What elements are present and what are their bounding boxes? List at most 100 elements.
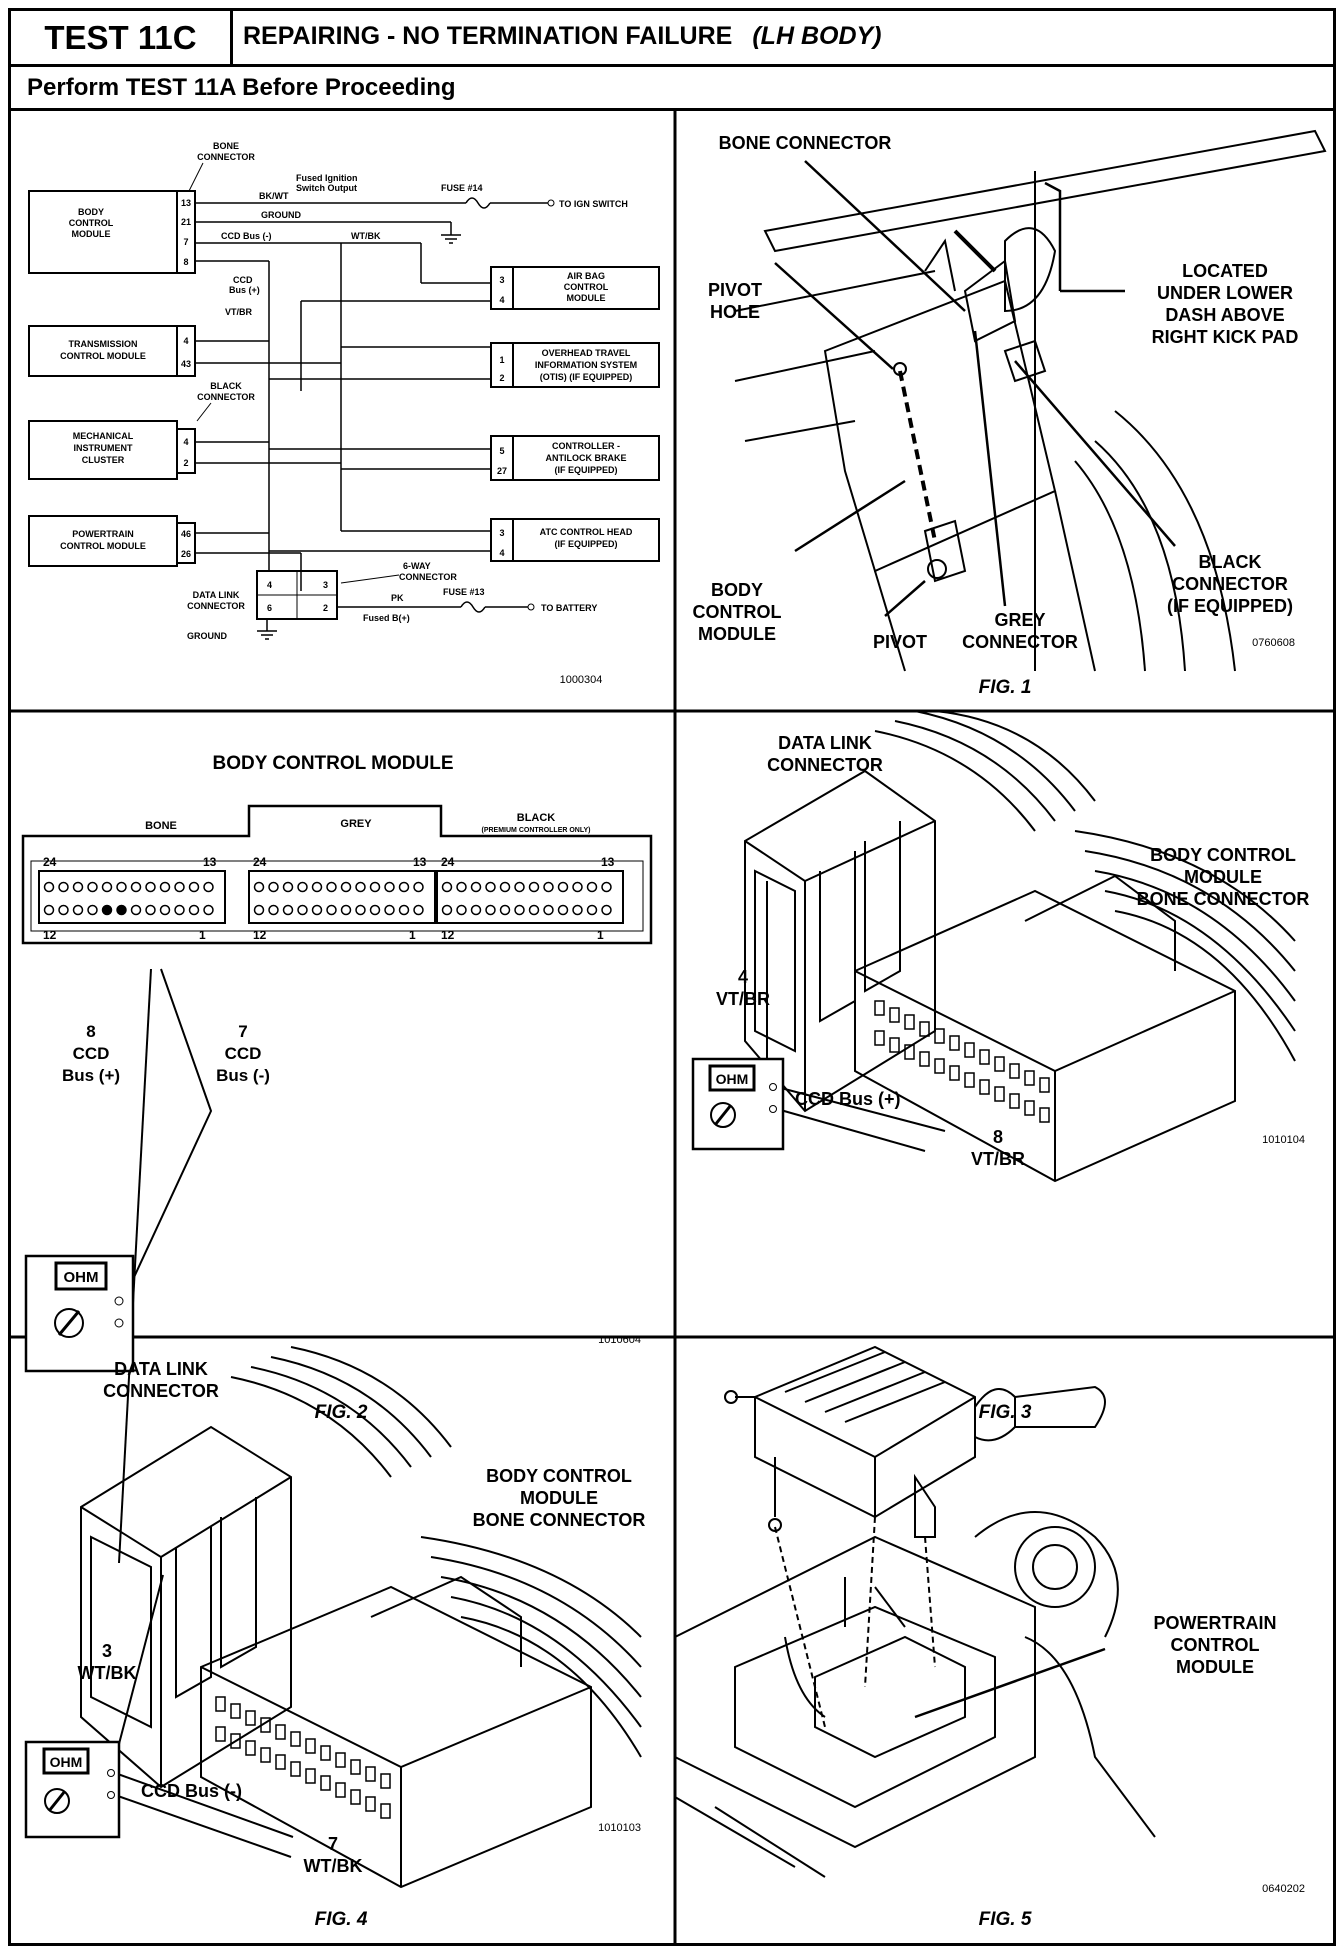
fig5-ref: 0640202 <box>1262 1883 1305 1895</box>
bcm-name-3: MODULE <box>72 229 111 239</box>
tcm-pin-43: 43 <box>181 359 191 369</box>
fig1-black-2: CONNECTOR <box>1172 574 1288 594</box>
fig5-pcm-2: CONTROL <box>1171 1635 1260 1655</box>
fig3-bcm-3: BONE CONNECTOR <box>1137 889 1310 909</box>
fig1-pivot-hole-1: PIVOT <box>708 280 762 300</box>
fig2-cavity <box>355 904 366 916</box>
fig1-black-3: (IF EQUIPPED) <box>1167 596 1293 616</box>
bcm-pin-7: 7 <box>183 237 188 247</box>
fig2-cavity <box>43 904 55 916</box>
airbag-box <box>512 266 660 310</box>
fig4-bcm-1: BODY CONTROL <box>486 1466 632 1486</box>
title-qualifier: (LH BODY) <box>752 22 882 50</box>
fig2-plus-2: Bus (+) <box>62 1066 120 1085</box>
airbag-name-2: CONTROL <box>564 282 609 292</box>
fig4-bus: CCD Bus (-) <box>141 1781 242 1801</box>
fig1-located-2: UNDER LOWER <box>1157 283 1293 303</box>
fig2-cavity <box>456 881 467 893</box>
connector-cavity <box>380 1803 391 1819</box>
fig2-cavity <box>499 904 511 916</box>
fig2-cavity <box>528 904 540 916</box>
fuse14-label: FUSE #14 <box>441 183 483 193</box>
abs-pin-27: 27 <box>497 466 507 476</box>
abs-pin-5: 5 <box>499 446 504 456</box>
fig4-pin-a-num: 3 <box>102 1641 112 1661</box>
fig2-plus-1: CCD <box>73 1044 110 1063</box>
fig2-minus-pin: 7 <box>238 1022 247 1041</box>
fig3-dlc-1: DATA LINK <box>778 733 872 753</box>
fig1-bone-label: BONE CONNECTOR <box>719 133 892 153</box>
fig3-bcm-2: MODULE <box>1184 867 1262 887</box>
connector-cavity <box>919 1021 930 1037</box>
connector-cavity <box>1024 1070 1035 1086</box>
fig2-pin-number: 12 <box>441 928 455 942</box>
fig3-pin-a-num: 4 <box>738 967 748 987</box>
connector-cavity <box>245 1740 256 1756</box>
fig2-cavity <box>130 904 142 916</box>
dlc-pin-6: 6 <box>267 603 272 613</box>
fig2-cavity <box>101 904 113 916</box>
fig1-bcm-3: MODULE <box>698 624 776 644</box>
fig2-minus-2: Bus (-) <box>216 1066 270 1085</box>
fig3-ohmmeter: OHM <box>691 1057 785 1151</box>
fig2-title: BODY CONTROL MODULE <box>212 753 453 774</box>
fig2-cavity <box>586 881 598 893</box>
connector-cavity <box>260 1717 271 1733</box>
connector-cavity <box>290 1731 301 1747</box>
fig2-cavity <box>340 881 352 893</box>
fig4-dlc-2: CONNECTOR <box>103 1381 219 1401</box>
fig2-cavity <box>384 904 395 916</box>
fig2-pin-number: 12 <box>43 928 57 942</box>
pcm-name-1: POWERTRAIN <box>72 529 134 539</box>
fig1-illustration: BONE CONNECTOR PIVOT HOLE LOCATED UNDER … <box>693 129 1327 698</box>
connector-cavity <box>964 1042 975 1058</box>
connector-cavity <box>934 1058 945 1074</box>
fig3-caption: FIG. 3 <box>979 1402 1032 1423</box>
connector-cavity <box>1024 1100 1035 1116</box>
fig2-cavity <box>441 904 453 916</box>
fig2-ohmmeter: OHM <box>24 1254 135 1373</box>
schematic-ref: 1000304 <box>560 674 603 686</box>
fig2-cavity <box>203 904 214 916</box>
fig2-cavity <box>58 904 69 916</box>
mic-name-1: MECHANICAL <box>73 431 134 441</box>
ground-label: GROUND <box>261 210 301 220</box>
fig2-ref: 1010604 <box>598 1334 641 1346</box>
pcm-pin-46: 46 <box>181 529 191 539</box>
connector-cavity <box>290 1761 301 1777</box>
fig2-black-note: (PREMIUM CONTROLLER ONLY) <box>481 827 590 834</box>
fig4-ref: 1010103 <box>598 1822 641 1834</box>
fig2-pin-number: 24 <box>441 855 455 869</box>
fig2-cavity <box>72 881 84 893</box>
fig3-meter-label: OHM <box>716 1071 749 1087</box>
connector-cavity <box>215 1726 226 1742</box>
fig2-cavity <box>369 881 381 893</box>
fig4-dlc-1: DATA LINK <box>114 1359 208 1379</box>
bcm-pin-8: 8 <box>183 257 188 267</box>
fig2-pin-number: 12 <box>253 928 267 942</box>
fig3-dlc-2: CONNECTOR <box>767 755 883 775</box>
atc-name-2: (IF EQUIPPED) <box>554 539 617 549</box>
fig4-meter-label: OHM <box>50 1754 83 1770</box>
mic-pin-4: 4 <box>183 437 188 447</box>
fig2-pin-number: 1 <box>597 928 604 942</box>
pcm-name-2: CONTROL MODULE <box>60 541 146 551</box>
fused-ign-label-1: Fused Ignition <box>296 173 358 183</box>
bcm-name-2: CONTROL <box>69 218 114 228</box>
dlc-name-1: DATA LINK <box>193 590 240 600</box>
fig2-cavity <box>514 904 525 916</box>
connector-cavity <box>949 1065 960 1081</box>
connector-cavity <box>874 1030 885 1046</box>
fig2-cavity <box>282 881 294 893</box>
otis-pin-2: 2 <box>499 373 504 383</box>
fig2-illustration: BODY CONTROL MODULE BONE GREY BLACK (PRE… <box>21 753 653 1564</box>
fig2-cavity <box>485 881 496 893</box>
page-title: REPAIRING - NO TERMINATION FAILURE(LH BO… <box>243 11 882 64</box>
fig1-located-1: LOCATED <box>1182 261 1268 281</box>
fig2-cavity <box>145 881 156 893</box>
bone-connector-label-2: CONNECTOR <box>197 152 255 162</box>
bcm-name-1: BODY <box>78 207 104 217</box>
fig3-pin-a-color: VT/BR <box>716 989 770 1009</box>
fig2-plus-pin: 8 <box>86 1022 95 1041</box>
fig2-cavity <box>355 881 366 893</box>
